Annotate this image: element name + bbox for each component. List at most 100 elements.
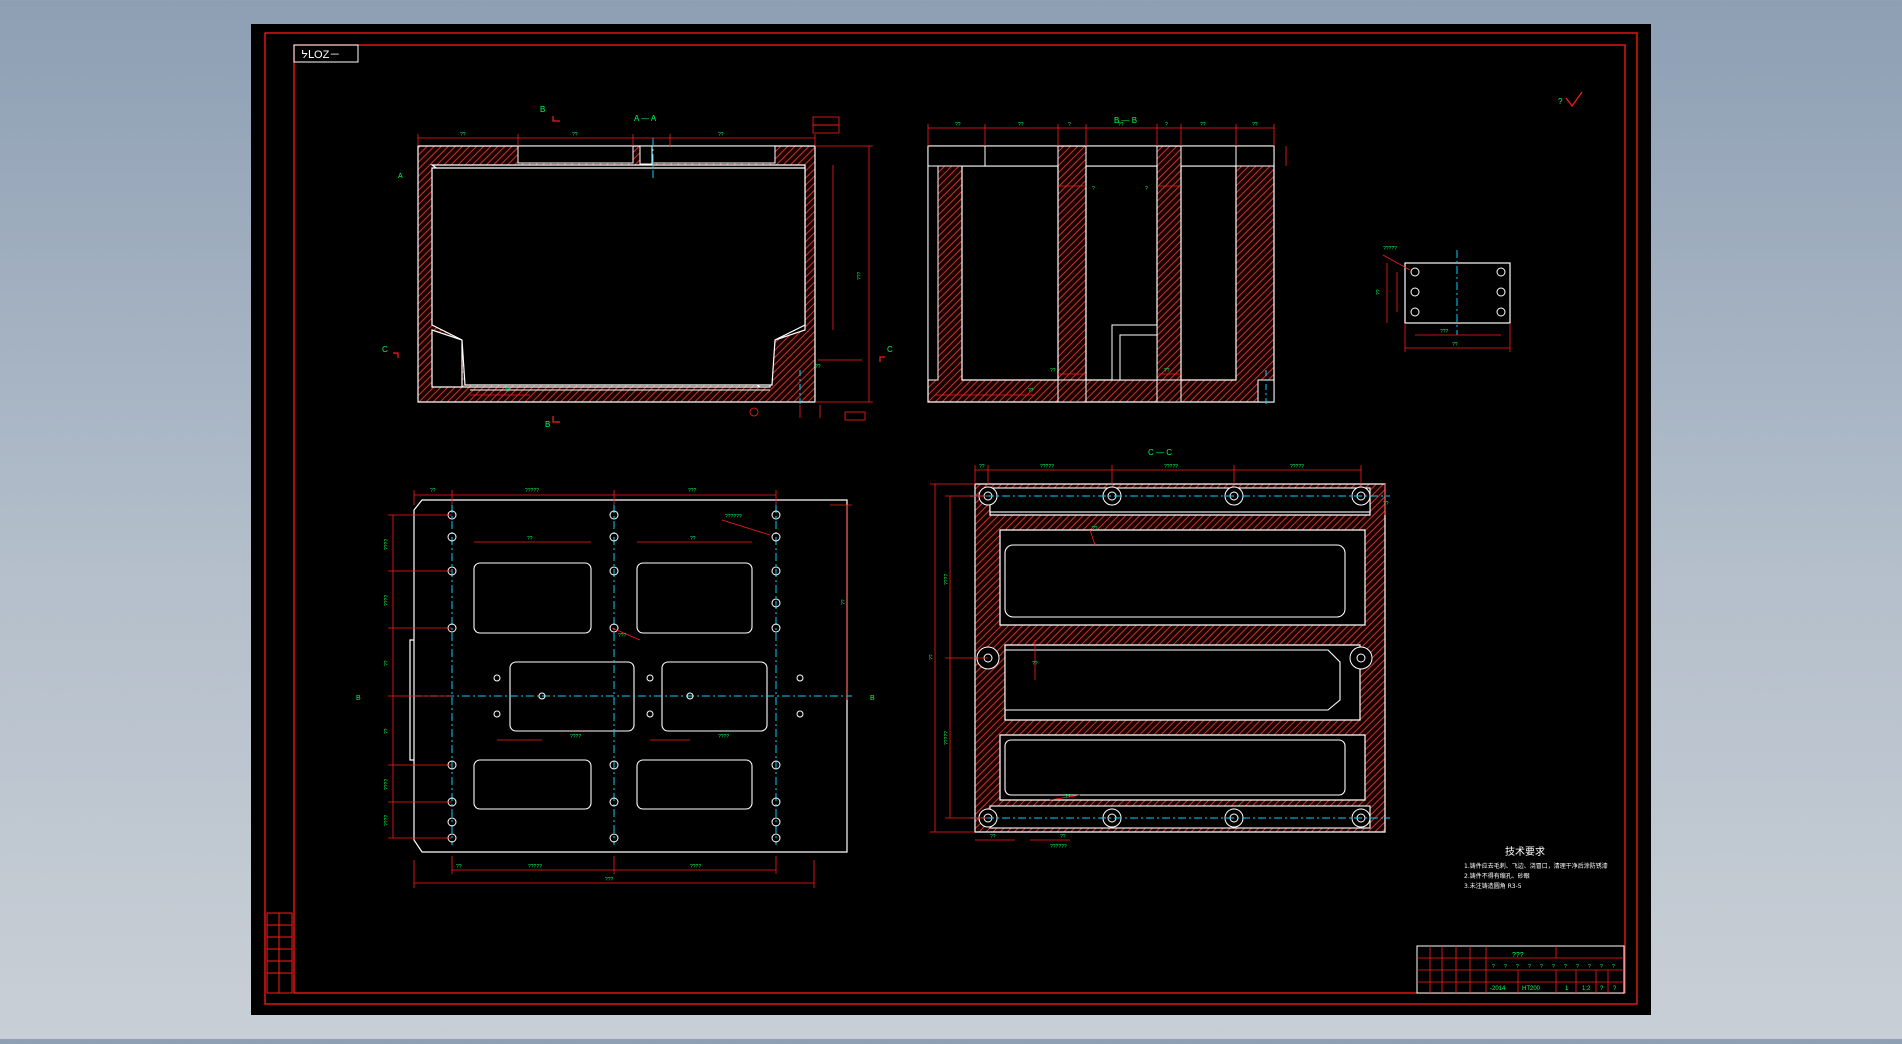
svg-text:??: ?? xyxy=(384,728,390,734)
svg-text:?????: ????? xyxy=(944,731,950,745)
svg-text:?: ? xyxy=(1165,122,1168,128)
svg-text:??: ?? xyxy=(1032,661,1038,667)
view-detail-flange[interactable]: ????? ??? ?? ?? xyxy=(1376,246,1511,352)
title-block-sheet-no: ? xyxy=(1600,986,1604,992)
svg-text:?: ? xyxy=(1612,964,1615,970)
section-c-c-label: C — C xyxy=(1148,448,1172,457)
svg-text:????: ???? xyxy=(384,779,390,790)
svg-text:????: ???? xyxy=(384,815,390,826)
svg-text:??: ?? xyxy=(1018,122,1024,128)
svg-text:?: ? xyxy=(1068,122,1071,128)
svg-text:??: ?? xyxy=(1252,122,1258,128)
svg-text:??: ?? xyxy=(572,132,578,138)
svg-text:??: ?? xyxy=(1028,388,1034,394)
svg-text:??: ?? xyxy=(1200,122,1206,128)
section-a-a-label: A — A xyxy=(634,114,657,123)
svg-text:????: ???? xyxy=(690,864,701,870)
svg-text:??: ?? xyxy=(430,488,436,494)
cut-a-label: A xyxy=(398,173,403,180)
svg-text:??: ?? xyxy=(527,536,533,542)
title-block-name: ??? xyxy=(1512,952,1524,959)
svg-text:????: ???? xyxy=(570,734,581,740)
svg-text:???: ??? xyxy=(1440,329,1449,335)
svg-text:??: ?? xyxy=(384,660,390,666)
svg-text:??: ?? xyxy=(1376,289,1382,295)
title-block-label-row: ? ? ? ? ? ? ? ? ? ? ? xyxy=(1492,964,1615,970)
cut-b-top-label: B xyxy=(540,105,545,114)
svg-text:??: ?? xyxy=(929,654,935,660)
svg-text:??: ?? xyxy=(456,864,462,870)
outer-frame xyxy=(264,32,1638,1005)
cut-c-right-label: C xyxy=(887,345,893,354)
svg-text:???: ??? xyxy=(857,271,863,280)
svg-text:??: ?? xyxy=(1383,501,1389,507)
svg-text:?: ? xyxy=(1552,964,1555,970)
svg-text:?: ? xyxy=(1492,964,1495,970)
svg-text:????: ???? xyxy=(944,574,950,585)
svg-text:??????: ?????? xyxy=(725,514,742,520)
roughness-symbol: ? xyxy=(1558,91,1583,108)
tech-req-line-3: 3.未注铸造圆角 R3-5 xyxy=(1464,882,1522,890)
svg-text:??: ?? xyxy=(1164,368,1170,374)
title-block-scale: 1:2 xyxy=(1582,986,1591,992)
svg-text:????: ???? xyxy=(718,734,729,740)
svg-text:??: ?? xyxy=(955,122,961,128)
svg-text:?????: ????? xyxy=(1383,246,1397,252)
svg-text:?????: ????? xyxy=(528,864,542,870)
svg-text:??: ?? xyxy=(690,536,696,542)
tech-req-heading: 技术要求 xyxy=(1505,845,1545,858)
svg-text:?: ? xyxy=(1504,964,1507,970)
svg-text:?: ? xyxy=(1540,964,1543,970)
roughness-value: ? xyxy=(1558,97,1563,106)
svg-text:??: ?? xyxy=(841,599,847,605)
svg-text:??: ?? xyxy=(460,132,466,138)
svg-text:?: ? xyxy=(1528,964,1531,970)
svg-text:?: ? xyxy=(1588,964,1591,970)
technical-requirements: 技术要求 1.铸件应去毛刺、飞边、浇冒口，清理干净后涂防锈漆 2.铸件不得有缩孔… xyxy=(1464,845,1608,890)
inner-frame xyxy=(293,44,1626,994)
view-section-c-c[interactable]: C — C xyxy=(929,448,1390,850)
svg-text:??: ?? xyxy=(718,132,724,138)
section-b-b-label: B — B xyxy=(1114,116,1137,125)
section-a-a-cavity xyxy=(431,167,806,386)
plan-cut-label-right: B xyxy=(870,695,875,702)
svg-text:??????: ?????? xyxy=(1050,844,1067,850)
tech-req-line-2: 2.铸件不得有缩孔、砂眼 xyxy=(1464,872,1530,880)
svg-text:?: ? xyxy=(1516,964,1519,970)
drawing-code-box: ᔭᒪOZ－ xyxy=(293,44,359,63)
svg-text:???: ??? xyxy=(605,877,614,883)
svg-text:?: ? xyxy=(1092,186,1095,192)
section-c-c-hatch xyxy=(974,483,1386,833)
svg-text:??: ?? xyxy=(1050,368,1056,374)
svg-text:??: ?? xyxy=(1118,122,1124,128)
view-section-b-b[interactable]: B — B ?? xyxy=(927,116,1287,405)
svg-text:?: ? xyxy=(1600,964,1603,970)
svg-text:??: ?? xyxy=(979,464,985,470)
svg-text:?????: ????? xyxy=(1164,464,1178,470)
svg-text:?: ? xyxy=(1576,964,1579,970)
bolt-holes-plan xyxy=(447,510,804,843)
title-block-quantity: 1 xyxy=(1565,986,1569,992)
title-block-sheet-total: ? xyxy=(1613,986,1617,992)
plan-cut-label-left: B xyxy=(356,695,361,702)
svg-text:?: ? xyxy=(1145,186,1148,192)
svg-text:??: ?? xyxy=(1092,526,1098,532)
svg-text:??: ?? xyxy=(990,834,996,840)
svg-text:???: ??? xyxy=(688,488,697,494)
svg-text:??: ?? xyxy=(815,364,821,370)
svg-text:????: ???? xyxy=(384,539,390,550)
view-plan-top[interactable]: ?? ????? ??? ??? ????? ???? ?? ???? ????… xyxy=(356,488,875,888)
svg-text:??: ?? xyxy=(505,388,511,394)
svg-text:????: ???? xyxy=(384,595,390,606)
svg-text:??: ?? xyxy=(1065,794,1071,800)
svg-text:?????: ????? xyxy=(1040,464,1054,470)
svg-text:???: ??? xyxy=(618,633,627,639)
view-section-a-a[interactable]: A — A B ?? xyxy=(382,105,893,429)
title-block-material: -2014 xyxy=(1490,986,1506,992)
title-block-material-code: HT200 xyxy=(1522,986,1541,992)
title-block[interactable]: ??? ? ? ? ? ? ? ? ? ? ? ? -2014 HT200 1 … xyxy=(1416,945,1625,994)
svg-text:?????: ????? xyxy=(525,488,539,494)
svg-text:??: ?? xyxy=(1060,834,1066,840)
